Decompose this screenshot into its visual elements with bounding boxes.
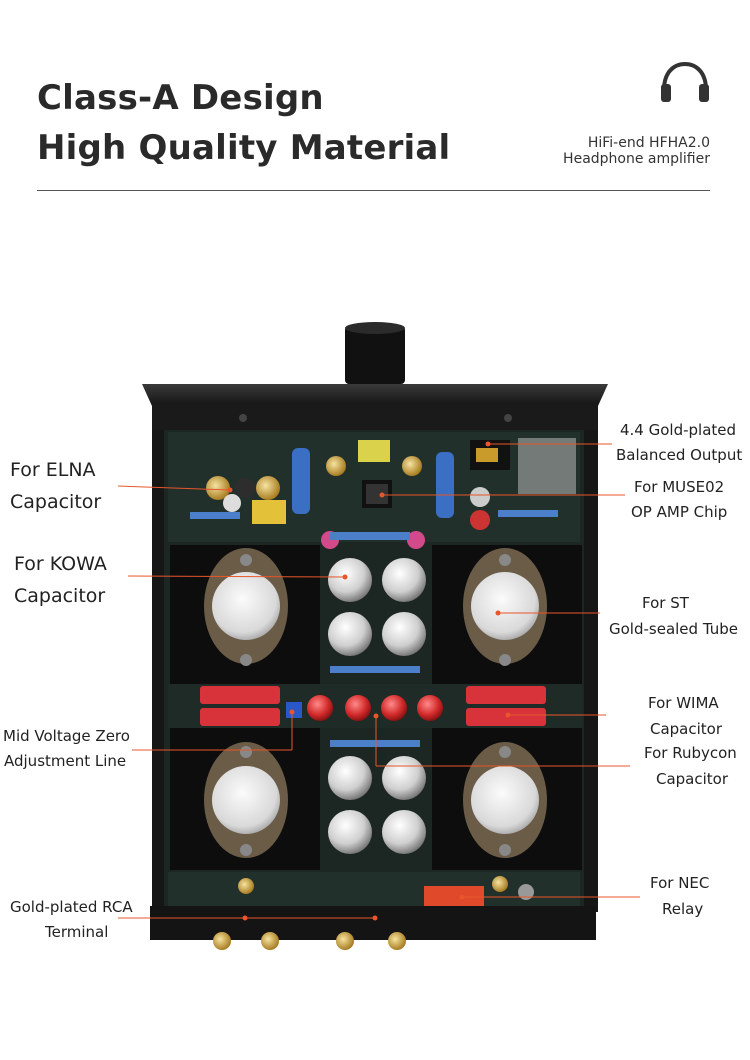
rubycon-label-1: For Rubycon [644, 744, 737, 762]
elna-label-2: Capacitor [10, 491, 102, 513]
elna-label-1: For ELNA [10, 459, 96, 481]
st-tube-label-2: Gold-sealed Tube [609, 620, 738, 638]
mid-voltage-label-1: Mid Voltage Zero [3, 727, 130, 745]
rubycon-label-2: Capacitor [656, 770, 729, 788]
headphones-icon [661, 61, 709, 102]
headline-line-1: Class-A Design [37, 78, 324, 118]
muse02-label-2: OP AMP Chip [631, 503, 728, 521]
rca-label-1: Gold-plated RCA [10, 898, 133, 916]
st-tube-label-1: For ST [642, 594, 689, 612]
product-model-text: HiFi-end HFHA2.0 [587, 135, 710, 151]
wima-label-2: Capacitor [650, 720, 723, 738]
nec-relay-label-2: Relay [662, 900, 704, 918]
mid-voltage-label-2: Adjustment Line [4, 752, 127, 770]
headline-line-2: High Quality Material [37, 128, 451, 168]
header-divider [37, 190, 710, 191]
nec-relay-label-1: For NEC [650, 874, 710, 892]
wima-label-1: For WIMA [648, 694, 719, 712]
balanced-output-label-2: Balanced Output [616, 446, 743, 464]
product-type-text: Headphone amplifier [563, 151, 710, 167]
balanced-output-label-1: 4.4 Gold-plated [620, 421, 737, 439]
kowa-label-1: For KOWA [14, 553, 107, 575]
kowa-label-2: Capacitor [14, 585, 106, 607]
rca-label-2: Terminal [45, 923, 109, 941]
muse02-label-1: For MUSE02 [634, 478, 725, 496]
